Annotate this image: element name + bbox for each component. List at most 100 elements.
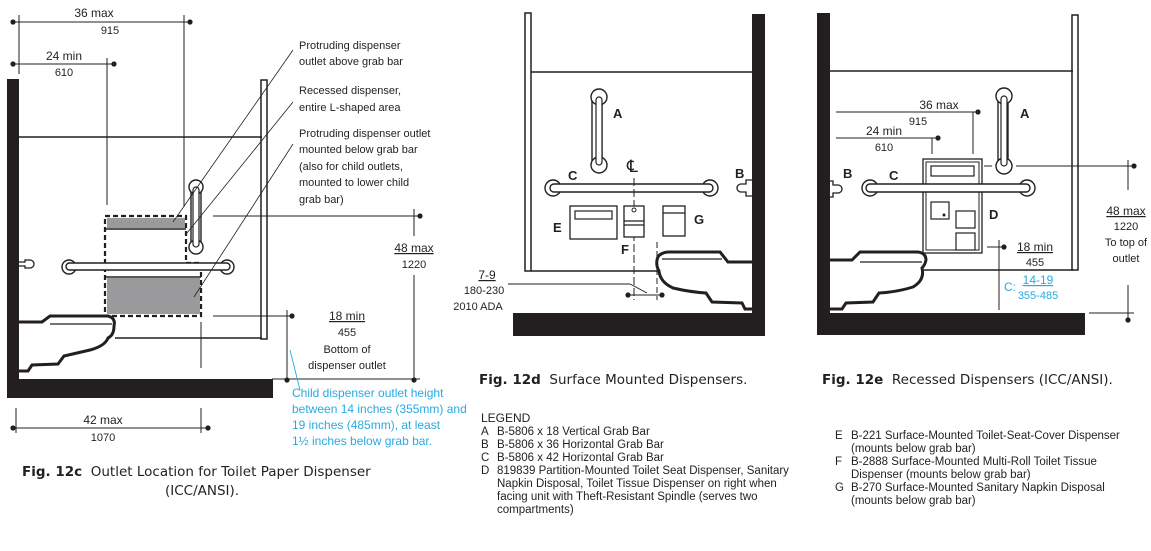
callout-3-line-3: (also for child outlets, bbox=[299, 161, 403, 173]
protruding-zone-below bbox=[107, 278, 200, 314]
grab-bar-b-end bbox=[830, 180, 843, 198]
legend-right: E B-221 Surface-Mounted Toilet-Seat-Cover… bbox=[835, 430, 1145, 508]
grab-bar-a bbox=[590, 88, 608, 174]
label-b: B bbox=[735, 166, 744, 181]
legend-text: B-5806 x 18 Vertical Grab Bar bbox=[497, 426, 650, 438]
dim-7-9-top: 7-9 bbox=[478, 268, 496, 282]
child-note-line-3: 19 inches (485mm), at least bbox=[292, 418, 441, 432]
floor bbox=[513, 313, 765, 336]
toilet bbox=[19, 314, 116, 373]
legend-item-a: A B-5806 x 18 Vertical Grab Bar bbox=[481, 426, 801, 439]
legend-text: B-2888 Surface-Mounted Multi-Roll Toilet… bbox=[851, 456, 1097, 481]
grab-bar-c bbox=[861, 179, 1036, 197]
dim-36-bottom: 915 bbox=[909, 116, 927, 128]
callout-1-line-2: outlet above grab bar bbox=[299, 56, 403, 68]
dispenser-f bbox=[623, 205, 645, 238]
wall-right bbox=[752, 14, 765, 336]
fig-12c-drawing bbox=[7, 15, 423, 433]
legend-key: E bbox=[835, 430, 843, 442]
dispenser-d bbox=[922, 158, 983, 254]
dim-48-bottom: 1220 bbox=[402, 259, 426, 271]
legend-key: C bbox=[481, 452, 490, 464]
child-outlet-note: Child dispenser outlet height between 14… bbox=[292, 385, 467, 449]
dim-18-bottom: 455 bbox=[1026, 257, 1044, 269]
legend-key: A bbox=[481, 426, 489, 438]
dim-7-9-note: 2010 ADA bbox=[453, 301, 503, 313]
dim-48-top: 48 max bbox=[394, 241, 433, 255]
label-e: E bbox=[553, 220, 562, 235]
dim-24-bottom: 610 bbox=[55, 67, 73, 79]
child-note-line-1: Child dispenser outlet height bbox=[292, 386, 444, 400]
caption-fig-12d-number: Fig. 12d bbox=[479, 372, 541, 388]
fig-12d-labels: A C B E F G ℄ 7-9 180-230 2010 ADA bbox=[453, 106, 744, 313]
grab-bar-c bbox=[544, 179, 719, 197]
callout-3-line-4: mounted to lower child bbox=[299, 177, 409, 189]
dim-48-note-1: To top of bbox=[1105, 237, 1148, 249]
dim-24-top: 24 min bbox=[46, 49, 82, 63]
legend-key: D bbox=[481, 465, 490, 477]
toilet bbox=[655, 250, 752, 311]
legend-key: F bbox=[835, 456, 843, 468]
dim-24-top: 24 min bbox=[866, 124, 902, 138]
vertical-grab-bar bbox=[188, 179, 204, 255]
dim-child-prefix: C: bbox=[1004, 280, 1016, 294]
child-note-line-4: 1½ inches below grab bar. bbox=[292, 434, 433, 448]
callout-1-line-1: Protruding dispenser bbox=[299, 40, 401, 52]
dispenser-g bbox=[662, 205, 686, 237]
caption-fig-12c-line-2: (ICC/ANSI). bbox=[165, 483, 240, 499]
label-c: C bbox=[568, 168, 578, 183]
caption-fig-12c-line-1: Outlet Location for Toilet Paper Dispens… bbox=[90, 464, 371, 480]
fig-12e-labels: 36 max 915 24 min 610 A B C D 18 min 455… bbox=[843, 98, 1148, 302]
partition bbox=[1071, 14, 1079, 271]
partition bbox=[260, 79, 268, 340]
legend-text: B-5806 x 42 Horizontal Grab Bar bbox=[497, 452, 664, 464]
dim-child-bottom: 355-485 bbox=[1018, 290, 1058, 302]
dispenser-e bbox=[569, 205, 618, 240]
dim-48-note-2: outlet bbox=[1113, 253, 1140, 265]
child-note-line-2: between 14 inches (355mm) and bbox=[292, 402, 467, 416]
dim-18-note-1: Bottom of bbox=[323, 344, 371, 356]
legend-text: B-221 Surface-Mounted Toilet-Seat-Cover … bbox=[851, 430, 1120, 455]
caption-fig-12e: Fig. 12e Recessed Dispensers (ICC/ANSI). bbox=[822, 372, 1113, 388]
dim-child-top: 14-19 bbox=[1023, 273, 1054, 287]
legend-title: LEGEND bbox=[481, 411, 531, 425]
dim-18-bottom: 455 bbox=[338, 327, 356, 339]
caption-fig-12d-text: Surface Mounted Dispensers. bbox=[549, 372, 748, 388]
caption-fig-12d: Fig. 12d Surface Mounted Dispensers. bbox=[479, 372, 747, 388]
callout-2-line-2: entire L-shaped area bbox=[299, 102, 401, 114]
horizontal-grab-bar bbox=[61, 259, 235, 275]
caption-fig-12c-number: Fig. 12c bbox=[22, 464, 83, 480]
dim-48-top: 48 max bbox=[1106, 204, 1145, 218]
grab-bar-a bbox=[995, 87, 1013, 175]
protruding-zone-above bbox=[107, 218, 185, 228]
dim-36-bottom: 915 bbox=[101, 25, 119, 37]
fig-12e-drawing bbox=[817, 13, 1137, 335]
legend-item-e: E B-221 Surface-Mounted Toilet-Seat-Cover… bbox=[835, 430, 1145, 456]
legend-item-g: G B-270 Surface-Mounted Sanitary Napkin D… bbox=[835, 482, 1145, 508]
callout-3-line-5: grab bar) bbox=[299, 194, 344, 206]
centerline-icon: ℄ bbox=[626, 157, 638, 177]
dim-18-top: 18 min bbox=[329, 309, 365, 323]
partition bbox=[524, 12, 532, 272]
floor bbox=[7, 379, 273, 398]
toilet bbox=[830, 250, 928, 311]
legend-text: B-270 Surface-Mounted Sanitary Napkin Di… bbox=[851, 482, 1105, 507]
fig-12c-labels: 36 max 915 24 min 610 Protruding dispens… bbox=[46, 6, 434, 444]
dim-18-note-2: dispenser outlet bbox=[308, 360, 386, 372]
label-b: B bbox=[843, 166, 852, 181]
wall-left bbox=[817, 13, 830, 335]
label-a: A bbox=[1020, 106, 1030, 121]
wall-left bbox=[7, 79, 19, 397]
fig-12d-drawing bbox=[508, 12, 765, 336]
floor bbox=[817, 313, 1085, 335]
label-c: C bbox=[889, 168, 899, 183]
legend-key: G bbox=[835, 482, 844, 494]
caption-fig-12c: Fig. 12c Outlet Location for Toilet Pape… bbox=[22, 464, 371, 480]
legend-key: B bbox=[481, 439, 489, 451]
callout-3-line-2: mounted below grab bar bbox=[299, 144, 418, 156]
caption-fig-12e-number: Fig. 12e bbox=[822, 372, 884, 388]
label-d: D bbox=[989, 207, 998, 222]
